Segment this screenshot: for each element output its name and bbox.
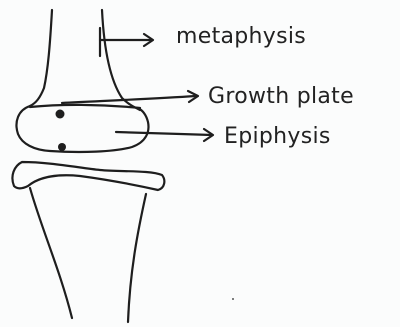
growth-plate-dot xyxy=(56,110,65,119)
upper-bone xyxy=(17,10,149,152)
epiphysis-dot xyxy=(58,143,66,151)
label-epiphysis: Epiphysis xyxy=(224,124,331,149)
lower-bone-left-edge xyxy=(30,188,72,318)
growth-plate-arrow-shaft xyxy=(62,96,196,103)
label-metaphysis: metaphysis xyxy=(176,24,306,49)
epiphysis-outline xyxy=(17,106,149,152)
arrow-epiphysis xyxy=(116,129,213,141)
arrow-growth-plate xyxy=(62,91,198,103)
arrow-metaphysis xyxy=(100,28,153,56)
epiphysis-arrow-shaft xyxy=(116,132,212,135)
lower-bone xyxy=(12,162,164,322)
label-growth-plate: Growth plate xyxy=(208,84,354,109)
lower-bone-right-edge xyxy=(128,194,146,322)
growth-plate-line xyxy=(30,105,140,108)
pencil-speck xyxy=(232,298,234,300)
upper-bone-right-edge xyxy=(102,10,140,110)
upper-bone-left-edge xyxy=(30,10,52,106)
lower-bone-top-surface xyxy=(12,162,164,190)
